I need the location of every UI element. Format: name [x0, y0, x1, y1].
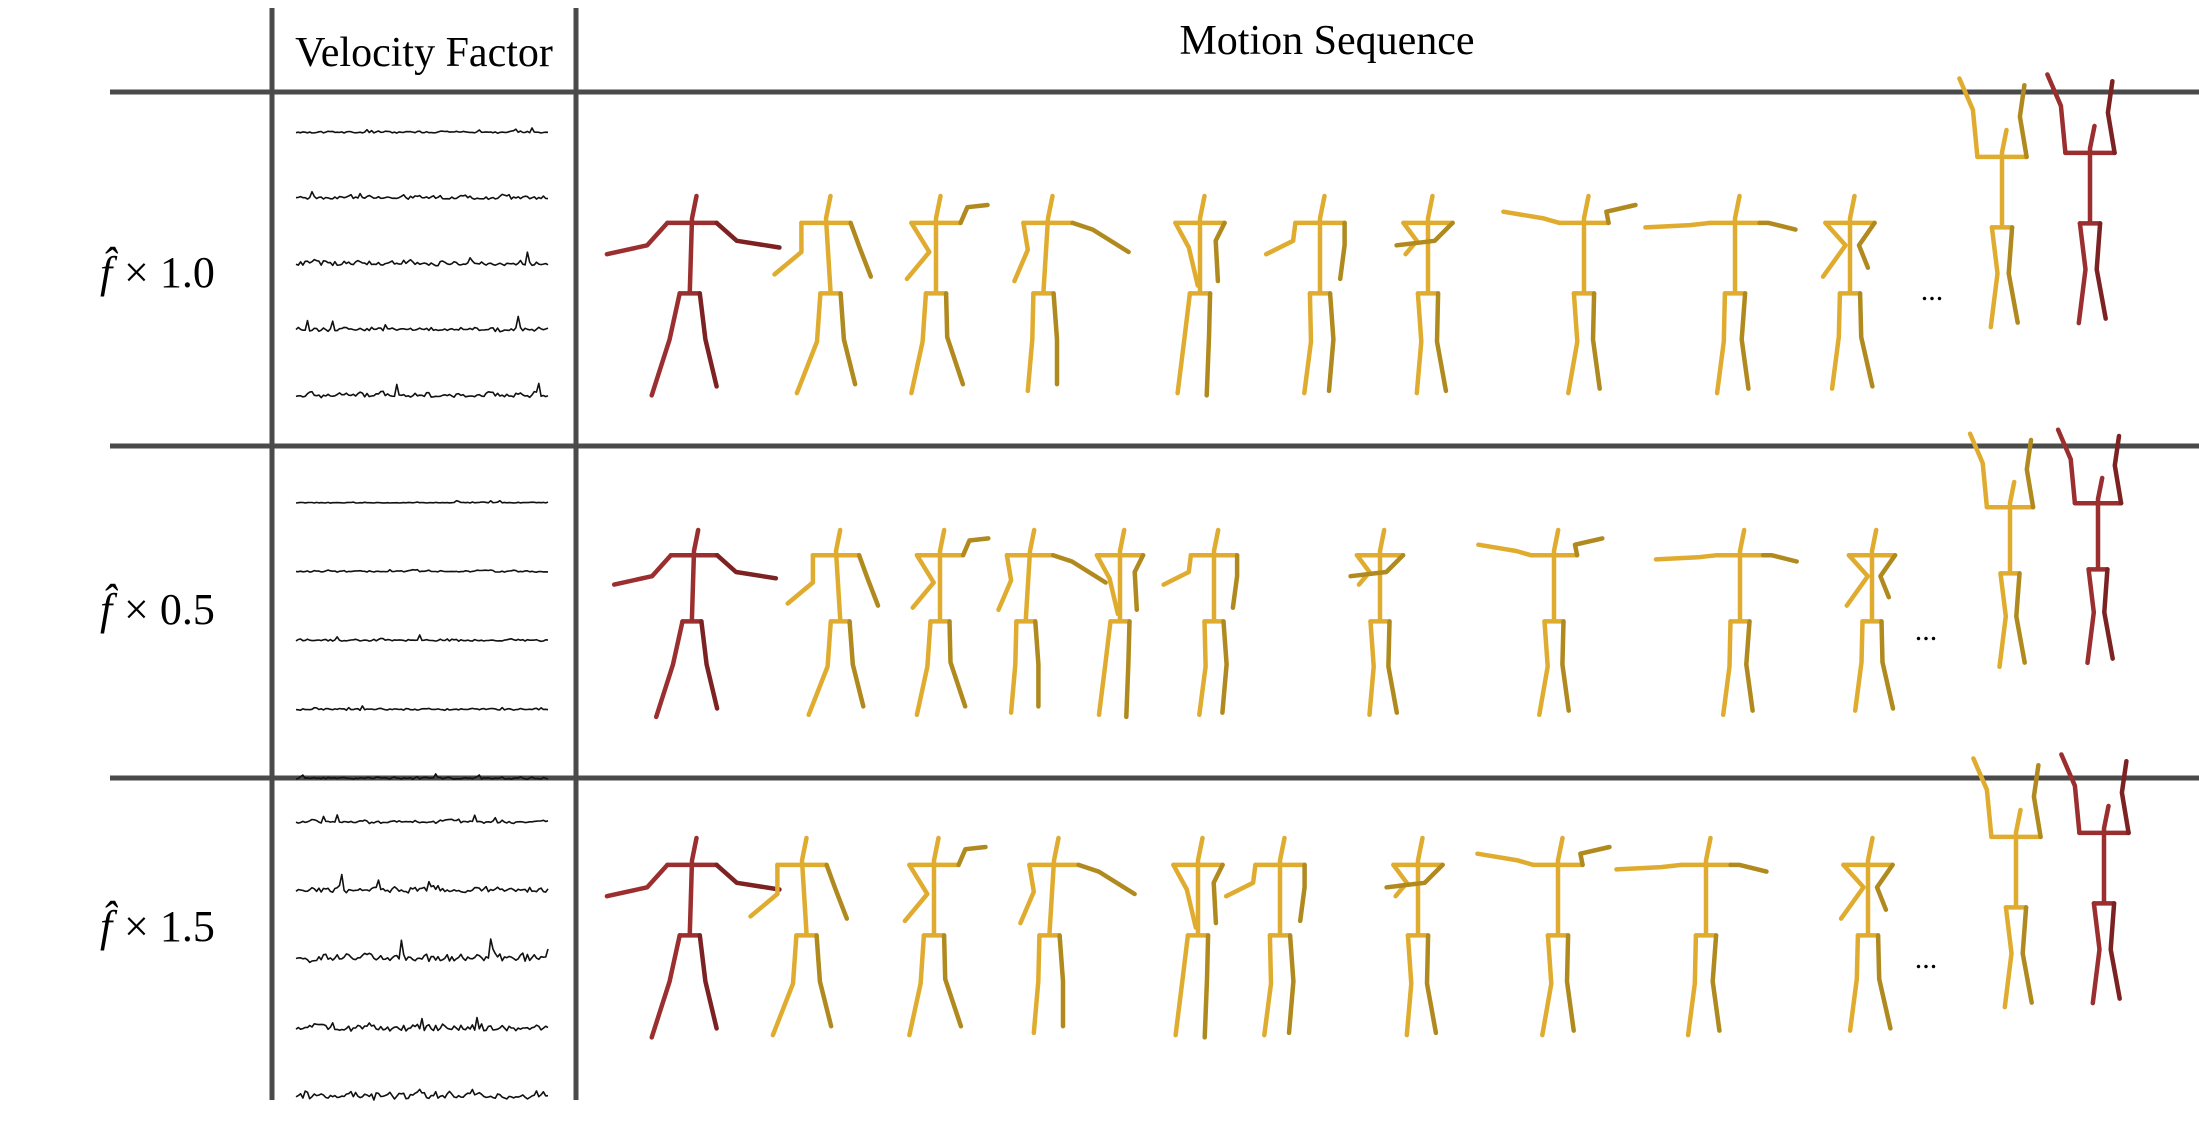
sequence-ellipsis-row-2: ... [1915, 614, 1938, 647]
generated-skeleton-frame [1394, 193, 1455, 396]
row-label-3: f̂ × 1.5 [100, 901, 215, 951]
generated-skeleton-frame [1223, 835, 1307, 1038]
velocity-signals-row-1 [295, 127, 549, 399]
velocity-curve [295, 938, 549, 964]
keyframe-skeleton-start [604, 835, 782, 1040]
velocity-curve [295, 873, 549, 894]
header-velocity-factor: Velocity Factor [295, 30, 553, 76]
generated-skeleton-frame [1967, 431, 2036, 670]
generated-skeleton-frame [1643, 193, 1798, 396]
generated-skeleton-frame [1161, 527, 1240, 718]
generated-skeleton-frame [1475, 835, 1612, 1038]
velocity-curve [295, 814, 549, 825]
f-hat-symbol: f̂ [100, 247, 119, 297]
velocity-curve [295, 705, 549, 712]
generated-skeleton-frame [1476, 527, 1605, 718]
f-hat-symbol: f̂ [100, 901, 119, 951]
row-factor-text: × 1.5 [124, 902, 215, 951]
velocity-curve [295, 382, 549, 399]
generated-skeleton-frame [1614, 835, 1769, 1038]
header-motion-sequence: Motion Sequence [1179, 18, 1474, 64]
generated-skeleton-frame [1263, 193, 1347, 396]
generated-skeleton-frame [1957, 76, 2029, 330]
generated-skeleton-frame [1971, 756, 2043, 1010]
generated-skeleton-frame [785, 527, 881, 718]
velocity-signals-row-3 [295, 814, 549, 1101]
velocity-curve [295, 499, 549, 504]
velocity-curve [295, 315, 549, 333]
motion-sequence-row-1 [604, 72, 2117, 398]
generated-skeleton-frame [1018, 835, 1137, 1036]
generated-skeleton-frame [772, 193, 874, 396]
row-label-1: f̂ × 1.0 [100, 247, 215, 297]
generated-skeleton-frame [1012, 193, 1131, 394]
velocity-curve [295, 773, 549, 781]
generated-skeleton-frame [1348, 527, 1406, 718]
generated-skeleton-frame [902, 835, 988, 1038]
row-factor-text: × 1.0 [124, 248, 215, 297]
generated-skeleton-frame [904, 193, 990, 396]
generated-skeleton-frame [1844, 527, 1898, 713]
generated-skeleton-frame [1384, 835, 1445, 1038]
velocity-curve [295, 1088, 549, 1101]
velocity-curve [295, 1016, 549, 1032]
velocity-signals-row-2 [295, 499, 549, 781]
generated-skeleton-frame [1173, 193, 1227, 398]
keyframe-skeleton-start [604, 193, 782, 398]
generated-skeleton-frame [910, 527, 991, 718]
row-label-2: f̂ × 0.5 [100, 584, 215, 634]
velocity-curve [295, 190, 549, 201]
keyframe-skeleton-end [2055, 427, 2124, 666]
velocity-curve [295, 568, 549, 573]
keyframe-skeleton-end [2059, 752, 2131, 1006]
generated-skeleton-frame [1094, 527, 1146, 720]
row-factor-text: × 0.5 [124, 585, 215, 634]
generated-skeleton-frame [748, 835, 850, 1038]
sequence-ellipsis-row-3: ... [1915, 942, 1938, 975]
velocity-curve [295, 251, 549, 267]
generated-skeleton-frame [1501, 193, 1638, 396]
f-hat-symbol: f̂ [100, 584, 119, 634]
keyframe-skeleton-end [2045, 72, 2117, 326]
velocity-curve [295, 127, 549, 134]
velocity-curve [295, 634, 549, 643]
generated-skeleton-frame [1653, 527, 1799, 718]
generated-skeleton-frame [1171, 835, 1225, 1040]
generated-skeleton-frame [996, 527, 1108, 715]
motion-sequence-row-2 [611, 427, 2124, 720]
generated-skeleton-frame [1838, 835, 1895, 1033]
generated-skeleton-frame [1820, 193, 1877, 391]
keyframe-skeleton-start [611, 527, 779, 720]
motion-sequence-row-3 [604, 752, 2131, 1040]
sequence-ellipsis-row-1: ... [1921, 274, 1944, 307]
